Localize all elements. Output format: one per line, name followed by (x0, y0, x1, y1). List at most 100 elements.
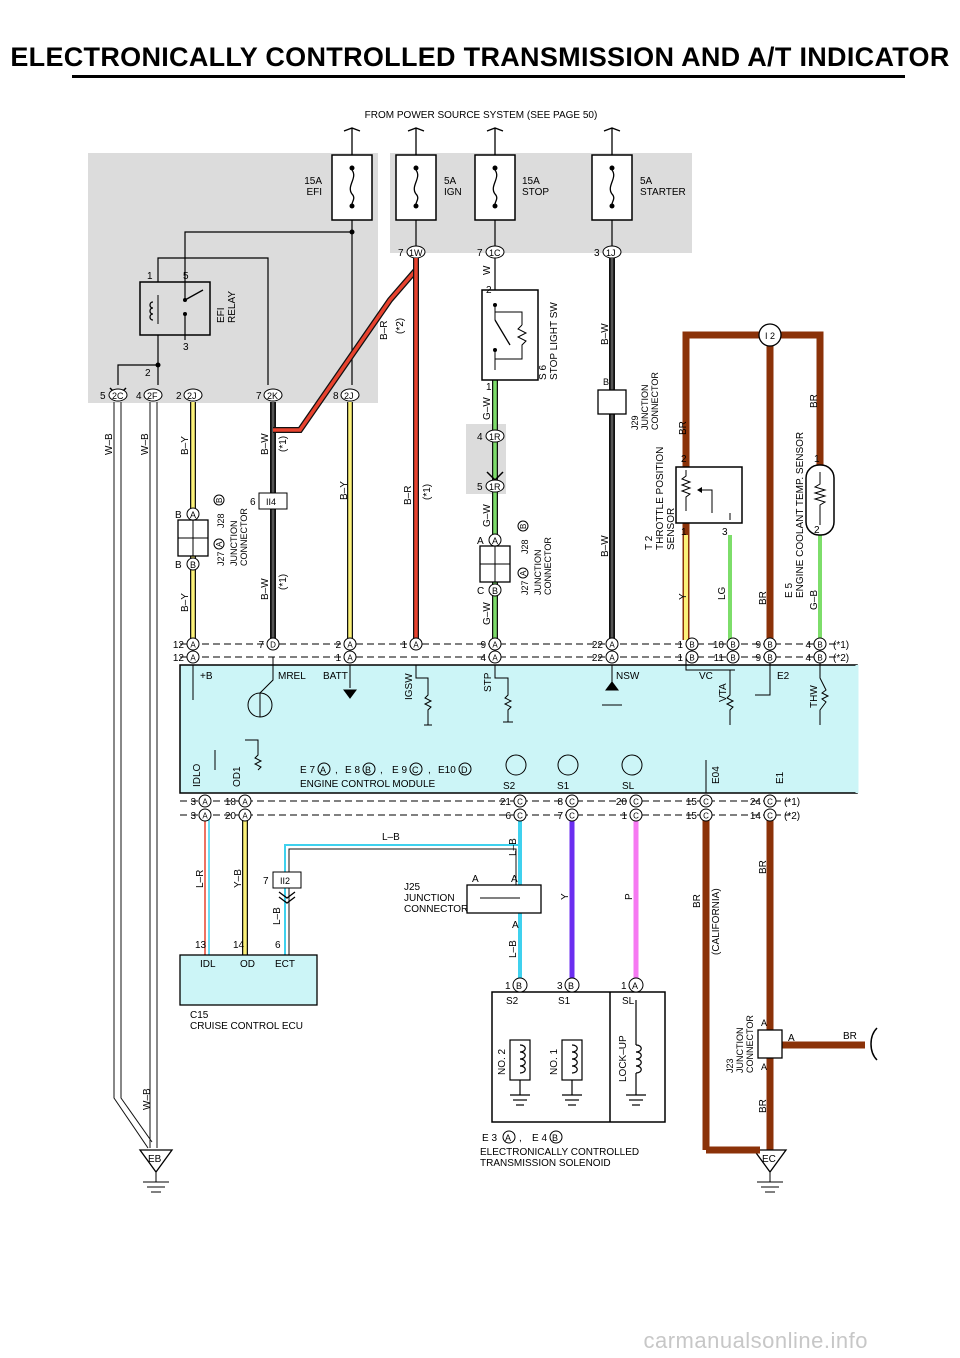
sol-b2: B (568, 981, 574, 991)
ecm-bot2-pin-circle (238, 808, 252, 822)
lbl-lb2: L–B (272, 907, 283, 925)
ecm-top2-pin-circle (685, 650, 699, 664)
fuse-starter-name: STARTER (640, 187, 686, 198)
j27l-pin-b-top: B (175, 510, 182, 521)
ecm-top1-pin-letter: B (689, 641, 694, 650)
conn-1j: 3 1J (594, 220, 622, 259)
conn-2c-id: 2C (112, 391, 124, 401)
conn-i2: I 2 (758, 323, 782, 347)
conn-2j1-pin: 2 (176, 391, 182, 402)
ecm-code-e9: E 9 (392, 765, 407, 776)
junction-j23: A A A BR J23 JUNCTION CONNECTOR (725, 1015, 878, 1073)
ecm-bot2-pin-number: 20 (225, 811, 237, 822)
lbl-lb1: L–B (382, 832, 400, 843)
relay-ground-dot (155, 362, 161, 368)
ecm-term-e04: E04 (711, 766, 722, 784)
j23-code: J23 (725, 1058, 735, 1073)
lbl-lb4: L–B (508, 940, 519, 958)
j27l-pin-a-top: A (190, 510, 196, 520)
ecm-bot1-pin-letter: C (569, 798, 575, 807)
ecm-code-comma3: , (428, 765, 431, 776)
relay-pin2: 2 (145, 368, 151, 379)
coolant-temp-sensor: 1 2 E 5 ENGINE COOLANT TEMP. SENSOR (784, 432, 835, 598)
junction-j25: A A A J25 JUNCTION CONNECTOR (404, 874, 542, 931)
conn-2c-pin: 5 (100, 391, 106, 402)
conn-2f-pin: 4 (136, 391, 142, 402)
j29-name2: CONNECTOR (650, 372, 660, 430)
j27l-b: B (215, 498, 224, 503)
ecm-bot1-pin-circle (763, 794, 777, 808)
conn-ii2: II2 7 (263, 871, 302, 904)
ecm-bot1-pin-letter: A (242, 798, 248, 807)
ecm-top1-pin-number: 22 (592, 640, 604, 651)
j27l-pin-b-bot: B (175, 560, 182, 571)
conn-1c-id: 1C (489, 248, 501, 258)
cruise-pin14: 14 (233, 940, 245, 951)
sol-name: ELECTRONICALLY CONTROLLED (480, 1147, 639, 1158)
lbl-gw2: G–W (482, 504, 493, 527)
ecm-term-stp: STP (483, 672, 494, 692)
ecm-bot2-pin-number: 3 (190, 811, 196, 822)
ecm-code-e10: E10 (438, 765, 456, 776)
ect-code: E 5 (784, 583, 795, 598)
lbl-bw2n: (*1) (278, 574, 289, 590)
efi-junction-dot (349, 229, 355, 235)
conn-2j2-pin: 8 (333, 391, 339, 402)
j27l-name: JUNCTION (229, 521, 239, 567)
ecm-top1-pin-circle (343, 637, 357, 651)
fuse-block-shade (390, 153, 692, 253)
j27m-name2: CONNECTOR (543, 537, 553, 595)
relay-block-shade (88, 153, 378, 403)
ecm-term-igsw: IGSW (404, 673, 415, 700)
wire-lr (204, 815, 210, 955)
ground-eb: EB (138, 1149, 174, 1193)
stop-sw-pin2: 2 (486, 285, 492, 296)
ecm-top1-pin-circle (605, 637, 619, 651)
conn-1r: 4 1R 5 1R (477, 429, 505, 493)
ecm-bot2-pin-letter: C (767, 812, 773, 821)
ecm-top2-pin-letter: A (609, 654, 615, 663)
conn-1c-pin: 7 (477, 248, 483, 259)
fuse-stop-name: STOP (522, 187, 549, 198)
ecm-bot2-pin-circle (763, 808, 777, 822)
throttle-position-sensor: 2 1 3 T 2 THROTTLE POSITION SENSOR (644, 447, 743, 550)
tps-name2: SENSOR (666, 508, 677, 550)
ecm-top1-pin-circle (685, 637, 699, 651)
ecm-top1-pin-letter: A (413, 641, 419, 650)
ecm-term-vc: VC (699, 671, 713, 682)
ecm-note2-bot: (*2) (784, 811, 800, 822)
ecm-bot1-pin-number: 3 (190, 797, 196, 808)
conn-ii2-pin: 7 (263, 876, 269, 887)
ecm-bot1-pin-circle (699, 794, 713, 808)
sol-pin3: 3 (557, 981, 563, 992)
ecm-top1-pin-circle (186, 637, 200, 651)
sol-name2: TRANSMISSION SOLENOID (480, 1158, 611, 1169)
ecm-top2-pin-letter: B (817, 654, 822, 663)
lbl-p-sl: P (624, 893, 635, 900)
ecm-code-e7: E 7 (300, 765, 315, 776)
j27m-pin-b: B (492, 586, 498, 596)
sol-comma: , (519, 1133, 522, 1144)
lbl-br-cal: (CALIFORNIA) (711, 888, 722, 955)
cruise-pin13: 13 (195, 940, 207, 951)
ecm-top1-pin-letter: A (492, 641, 498, 650)
j23-a2: A (788, 1033, 795, 1044)
conn-1j-id: 1J (606, 248, 616, 258)
lbl-yb: Y–B (233, 869, 244, 888)
ecm-top2-pin-circle (488, 650, 502, 664)
conn-ii4: II4 6 (250, 492, 288, 510)
ecm-top2-pin-number: 9 (755, 653, 761, 664)
ecm-top2-pin-letter: A (492, 654, 498, 663)
lbl-by1: B–Y (180, 436, 191, 455)
cruise-od: OD (240, 959, 255, 970)
j27m-pin-a2-top: A (492, 536, 498, 546)
watermark: carmanualsonline.info (643, 1328, 868, 1353)
lbl-y-tps: Y (678, 593, 689, 600)
relay-pin3: 3 (183, 342, 189, 353)
ecm-top1-pin-number: 9 (480, 640, 486, 651)
ecm-name: ENGINE CONTROL MODULE (300, 779, 436, 790)
relay-name: EFI (216, 307, 227, 323)
lbl-br-e1: BR (758, 860, 769, 874)
ecm-top2-pin-number: 12 (173, 653, 185, 664)
